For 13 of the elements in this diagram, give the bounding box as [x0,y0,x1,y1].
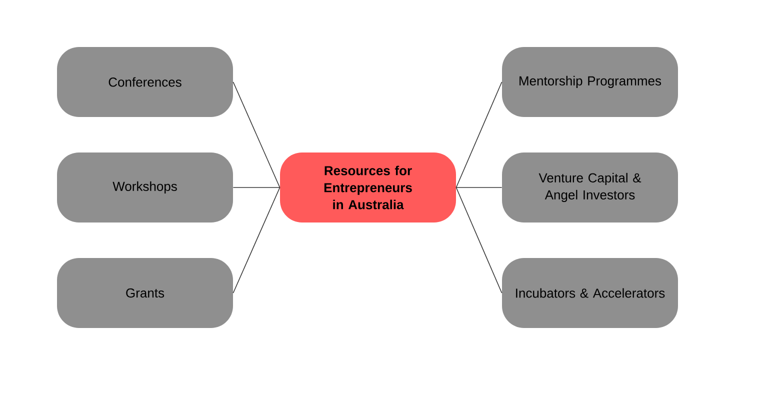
connector-line [232,187,280,294]
resource-box: Incubators & Accelerators [502,258,678,328]
connector-line [232,187,280,188]
connector-line [232,82,280,188]
resource-box: Conferences [57,47,233,117]
connector-line [456,82,502,188]
resource-box: Mentorship Programmes [502,47,678,117]
connector-line [456,187,502,294]
resource-box: Workshops [57,152,233,222]
resource-box: Venture Capital & Angel Investors [502,152,678,222]
resource-box: Grants [57,258,233,328]
topic-box: Resources for Entrepreneurs in Australia [280,152,456,222]
connector-line [456,187,502,188]
